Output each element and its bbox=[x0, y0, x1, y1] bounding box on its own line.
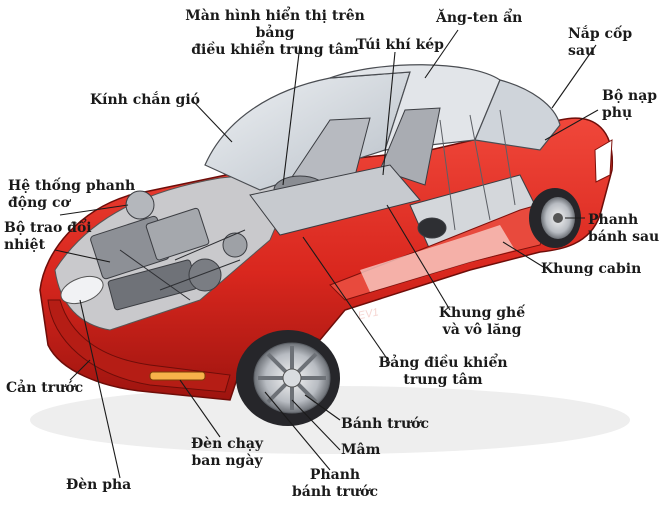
label-hidden-antenna: Ăng-ten ẩn bbox=[436, 10, 523, 26]
leader-lines bbox=[54, 29, 599, 479]
leader-cabin-frame bbox=[502, 241, 546, 269]
leader-dashboard-display bbox=[282, 44, 301, 186]
label-front-brake: Phanh bánh trước bbox=[292, 467, 378, 500]
leader-engine-brake-system bbox=[59, 204, 129, 216]
leader-heat-exchanger bbox=[54, 249, 111, 263]
leader-onboard-charger bbox=[544, 109, 599, 141]
leader-rim bbox=[291, 399, 341, 451]
leader-seat-frame-steering bbox=[386, 204, 451, 311]
leader-hidden-antenna bbox=[424, 29, 459, 79]
label-seat-frame-steering: Khung ghế và vô lăng bbox=[438, 305, 526, 338]
leader-center-console bbox=[302, 236, 391, 364]
leader-dual-airbag bbox=[382, 51, 396, 176]
cabin-interior bbox=[249, 107, 541, 251]
label-daytime-running-light: Đèn chạy ban ngày bbox=[190, 436, 264, 469]
headlight-shape bbox=[60, 275, 104, 305]
label-front-bumper: Cản trước bbox=[6, 380, 84, 396]
leader-windshield bbox=[191, 99, 233, 143]
leader-front-bumper bbox=[69, 359, 91, 381]
label-rim: Mâm bbox=[341, 442, 381, 458]
ground-shadow bbox=[30, 386, 630, 454]
label-onboard-charger: Bộ nạp phụ bbox=[602, 88, 658, 121]
leader-headlight bbox=[79, 299, 121, 479]
label-engine-brake-system: Hệ thống phanh động cơ bbox=[8, 178, 136, 211]
daytime-light-shape bbox=[149, 371, 206, 381]
engine-compartment bbox=[90, 190, 248, 311]
door-badge: EV1 bbox=[357, 306, 380, 322]
label-front-wheel: Bánh trước bbox=[341, 416, 430, 432]
label-dashboard-display: Màn hình hiển thị trên bảng điều khiển t… bbox=[185, 8, 365, 58]
front-wheel-shape bbox=[236, 330, 340, 426]
door-transparent-section bbox=[360, 225, 515, 292]
leader-daytime-running-light bbox=[179, 379, 221, 438]
rear-wheel bbox=[529, 188, 581, 248]
front-bumper-shape bbox=[47, 299, 231, 393]
label-center-console: Bảng điều khiển trung tâm bbox=[378, 355, 508, 388]
label-dual-airbag: Túi khí kép bbox=[356, 37, 444, 53]
label-cabin-frame: Khung cabin bbox=[541, 261, 642, 277]
label-windshield: Kính chắn gió bbox=[90, 92, 200, 108]
label-heat-exchanger: Bộ trao đổi nhiệt bbox=[4, 220, 92, 253]
leader-rear-trunk-lid bbox=[551, 44, 597, 109]
label-rear-trunk-lid: Nắp cốp sau bbox=[568, 26, 633, 59]
leader-front-brake bbox=[264, 391, 331, 471]
label-rear-brake: Phanh bánh sau bbox=[588, 212, 660, 245]
label-headlight: Đèn pha bbox=[66, 477, 132, 493]
rear-lamp bbox=[594, 139, 613, 183]
leader-front-wheel bbox=[304, 394, 341, 421]
